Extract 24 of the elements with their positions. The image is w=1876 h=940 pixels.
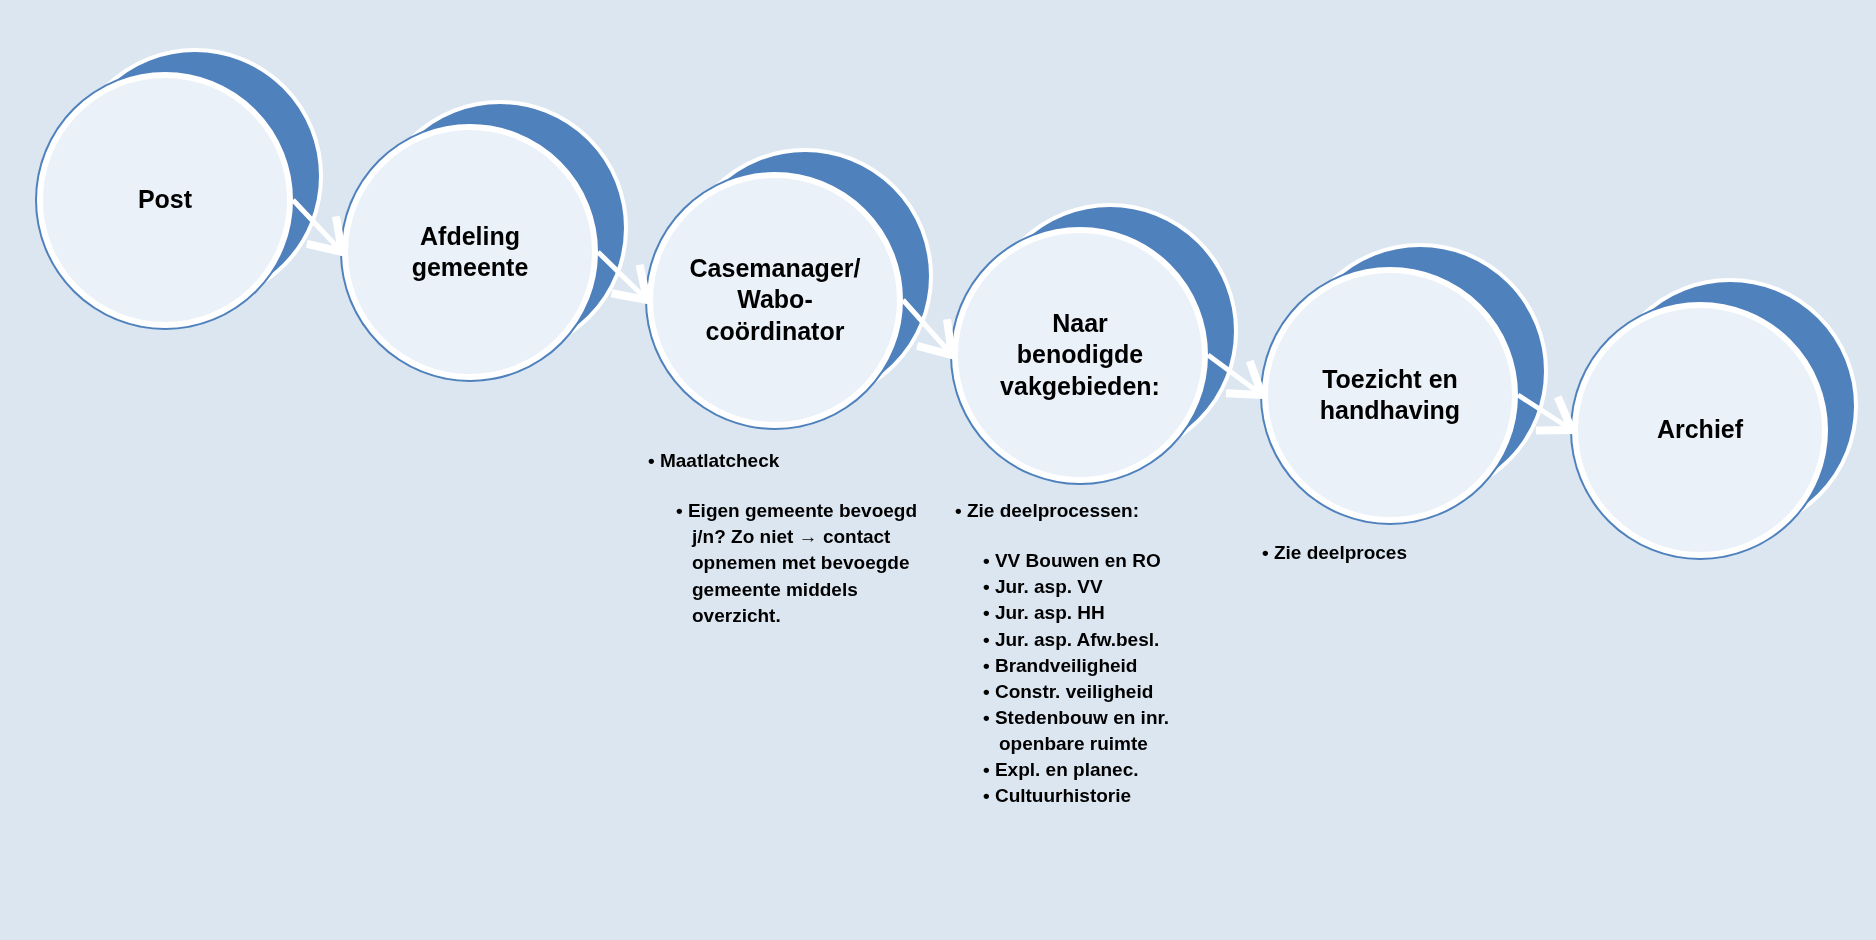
node-label: Post	[137, 184, 193, 216]
chevron-arrow	[1516, 392, 1576, 435]
node-label: Toezicht en handhaving	[1318, 363, 1462, 426]
node-label: Afdeling gemeente	[410, 220, 530, 283]
bullet-item: • Zie deelproces	[1262, 541, 1408, 565]
bullet-item: • Jur. asp. HH	[983, 601, 1106, 626]
bullet-item: • Maatlatcheck	[648, 449, 781, 473]
bullet-item: • Constr. veiligheid	[983, 679, 1155, 704]
bullet-item: • Zie deelprocessen:	[955, 499, 1141, 523]
bullet-item: • VV Bouwen en RO	[983, 549, 1162, 574]
chevron-arrow	[596, 250, 651, 304]
bullet-item: • Stedenbouw en inr. openbare ruimte	[983, 705, 1171, 756]
bullet-item: • Brandveiligheid	[983, 653, 1139, 678]
bullet-item: • Eigen gemeente bevoegd j/n? Zo niet → contact opnemen met bevoegde gemeente middels overzicht.	[676, 499, 918, 628]
bullet-item: • Jur. asp. Afw.besl.	[983, 627, 1161, 652]
node-label: Archief	[1656, 414, 1744, 446]
node-label: Casemanager/ Wabo-coördinator	[688, 253, 862, 347]
bullet-item: • Jur. asp. VV	[983, 575, 1104, 600]
node-label: Naar benodigde vakgebieden:	[999, 308, 1161, 402]
chevron-arrow	[901, 298, 956, 359]
chevron-arrow	[291, 198, 346, 256]
bullet-item: • Cultuurhistorie	[983, 784, 1133, 809]
bullet-item: • Expl. en planec.	[983, 758, 1140, 783]
chevron-arrow	[1206, 353, 1266, 399]
